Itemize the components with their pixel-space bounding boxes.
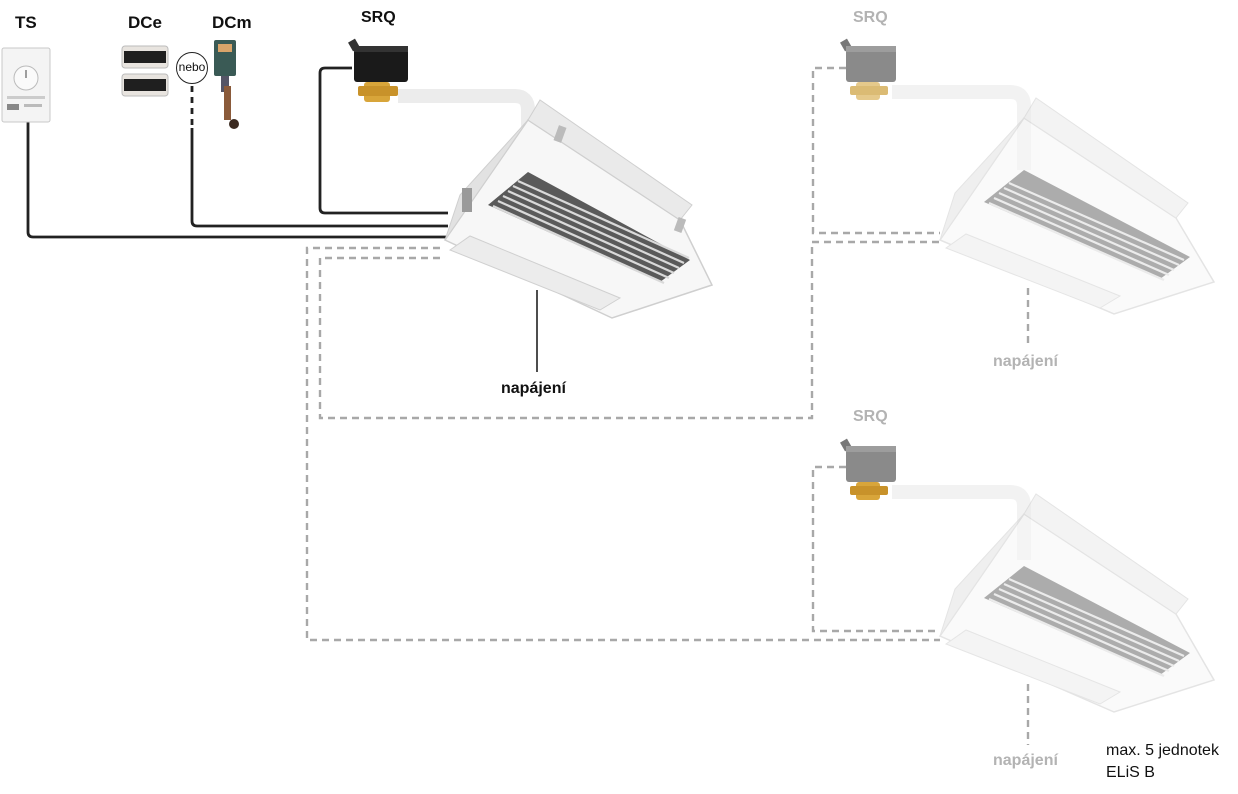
label-srq-main: SRQ bbox=[361, 9, 396, 26]
thermostat-ts bbox=[1, 47, 51, 123]
water-pipe-unit3 bbox=[892, 485, 1031, 560]
wire-ts bbox=[26, 122, 448, 239]
valve-srq-unit2 bbox=[840, 38, 896, 100]
label-srq-unit2: SRQ bbox=[853, 9, 888, 26]
bus-wire-unit2 bbox=[318, 240, 940, 420]
label-ts: TS bbox=[15, 13, 37, 32]
wire-srq-unit2 bbox=[811, 66, 940, 235]
water-pipe-main bbox=[398, 89, 535, 170]
wire-door-contact bbox=[190, 128, 448, 228]
valve-srq-main bbox=[348, 38, 408, 102]
door-contact-dcm bbox=[214, 40, 239, 129]
water-pipe-unit2 bbox=[892, 85, 1031, 170]
door-contact-dce bbox=[121, 45, 169, 97]
valve-srq-unit3 bbox=[840, 438, 896, 500]
label-srq-unit3: SRQ bbox=[853, 408, 888, 425]
air-curtain-unit-2 bbox=[938, 97, 1216, 315]
label-max-units: max. 5 jednotek bbox=[1106, 742, 1219, 759]
label-nebo: nebo bbox=[176, 52, 208, 84]
label-power-unit3: napájení bbox=[993, 752, 1058, 769]
label-power-unit2: napájení bbox=[993, 353, 1058, 370]
label-power-main: napájení bbox=[501, 380, 566, 397]
air-curtain-unit-3 bbox=[938, 493, 1216, 713]
bus-wire-unit3 bbox=[305, 246, 940, 642]
label-model: ELiS B bbox=[1106, 764, 1155, 781]
label-dce: DCe bbox=[128, 13, 163, 32]
wire-srq-main bbox=[318, 66, 448, 215]
wire-srq-unit3 bbox=[811, 465, 940, 633]
label-dcm: DCm bbox=[212, 13, 252, 32]
air-curtain-unit-main bbox=[443, 99, 714, 319]
